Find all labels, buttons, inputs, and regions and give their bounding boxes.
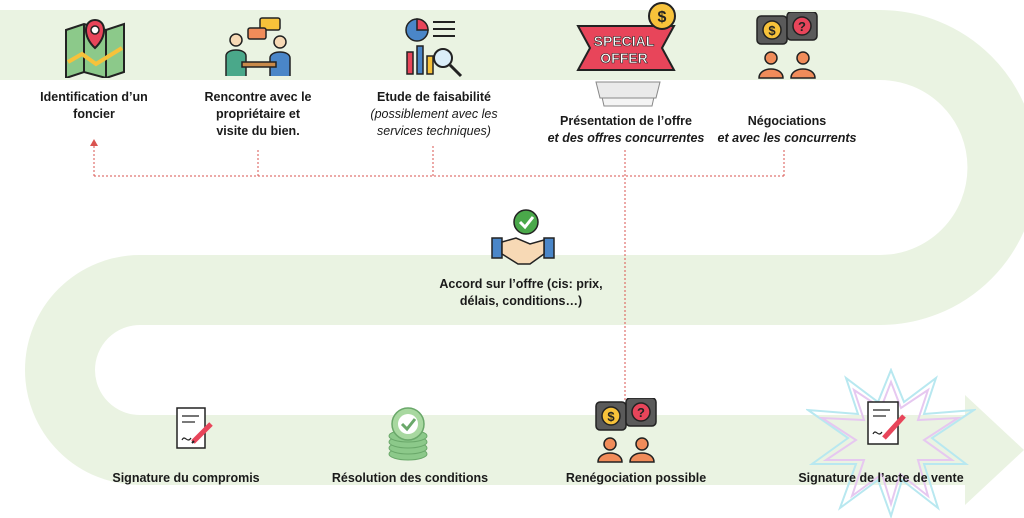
step-negociations-line1: Négociations — [747, 114, 827, 128]
renegotiation-icon: $ ? — [595, 398, 657, 463]
step-renegociation-label: Renégociation possible — [556, 470, 716, 487]
analysis-chart-icon — [405, 18, 463, 78]
step-presentation-label: Présentation de l’offre et des offres co… — [543, 113, 709, 147]
step-resolution-line1: Résolution des conditions — [331, 471, 489, 485]
map-pin-icon — [65, 18, 125, 78]
question-symbol: ? — [637, 405, 645, 420]
meeting-people-icon — [225, 17, 291, 76]
handshake-icon — [491, 209, 555, 265]
step-accord-line2: délais, conditions…) — [459, 294, 583, 308]
step-acte-line1: Signature de l’acte de vente — [798, 471, 964, 485]
step-presentation-line1: Présentation de l’offre — [560, 114, 692, 128]
step-compromis-line1: Signature du compromis — [112, 471, 260, 485]
step-etude-line2: (possiblement avec les — [370, 107, 498, 121]
special-text: SPECIAL — [594, 33, 655, 49]
step-accord-label: Accord sur l’offre (cis: prix, délais, c… — [426, 276, 616, 310]
step-identification-line2: foncier — [73, 107, 115, 121]
dollar-symbol: $ — [768, 23, 776, 38]
step-etude-label: Etude de faisabilité (possiblement avec … — [363, 89, 505, 140]
offer-text: OFFER — [600, 50, 647, 66]
special-offer-icon: SPECIAL OFFER $ — [576, 2, 676, 107]
step-accord-line1: Accord sur l’offre (cis: prix, — [439, 277, 603, 291]
step-acte-label: Signature de l’acte de vente — [786, 470, 976, 487]
dollar-symbol: $ — [607, 409, 615, 424]
step-rencontre-line2: propriétaire et — [215, 107, 301, 121]
negotiation-icon: $ ? — [756, 12, 818, 79]
step-renegociation-line1: Renégociation possible — [565, 471, 707, 485]
step-compromis-label: Signature du compromis — [104, 470, 268, 487]
step-resolution-label: Résolution des conditions — [324, 470, 496, 487]
dollar-symbol: $ — [658, 9, 667, 26]
step-rencontre-line3: visite du bien. — [216, 124, 300, 138]
step-rencontre-label: Rencontre avec le propriétaire et visite… — [196, 89, 320, 140]
step-etude-line1: Etude de faisabilité — [377, 90, 491, 104]
coins-check-icon — [388, 407, 428, 461]
final-contract-burst-icon — [806, 368, 976, 518]
step-identification-line1: Identification d’un — [40, 90, 148, 104]
step-etude-line3: services techniques) — [377, 124, 491, 138]
step-negociations-label: Négociations et avec les concurrents — [712, 113, 862, 147]
step-identification-label: Identification d’un foncier — [30, 89, 158, 123]
question-symbol: ? — [798, 19, 806, 34]
step-negociations-line2: et avec les concurrents — [717, 131, 857, 145]
step-presentation-line2: et des offres concurrentes — [547, 131, 705, 145]
signed-contract-icon — [176, 407, 213, 449]
step-rencontre-line1: Rencontre avec le — [204, 90, 312, 104]
